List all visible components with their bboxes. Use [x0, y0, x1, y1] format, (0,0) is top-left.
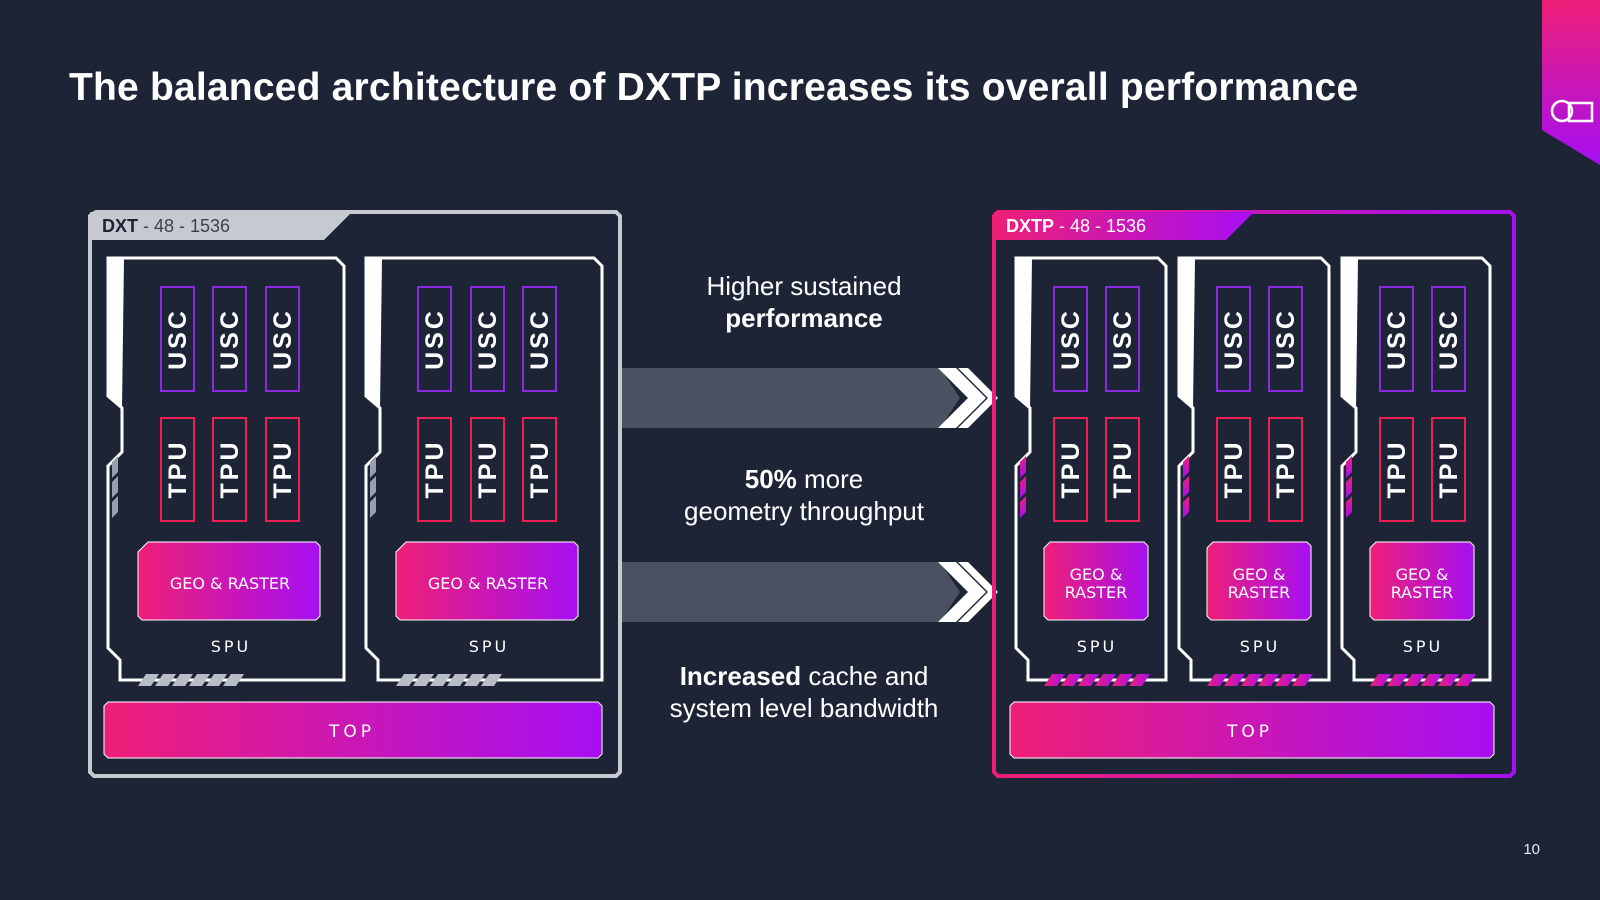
dxt-cluster-2: USC USC USC TPU TPU TPU GEO & RASTER SPU	[364, 256, 604, 686]
tpu-label: TPU	[526, 440, 554, 499]
dxtp-panel: DXTP - 48 - 1536 USC USC TPU TPU GEO & R…	[992, 210, 1516, 778]
tpu-label: TPU	[1220, 440, 1248, 499]
dxt-cluster-1-tpu-row: TPU TPU TPU	[160, 417, 300, 522]
tpu-label: TPU	[1109, 440, 1137, 499]
usc-label: USC	[421, 308, 449, 370]
usc-label: USC	[1435, 308, 1463, 370]
usc-label: USC	[526, 308, 554, 370]
top-label: TOP	[1226, 722, 1273, 742]
usc-label: USC	[269, 308, 297, 370]
dxt-cluster-2-hatch	[396, 674, 502, 686]
usc-label: USC	[1109, 308, 1137, 370]
arrow-upper	[622, 368, 998, 428]
dxtp-cluster-3: USC USC TPU TPU GEO & RASTER SPU	[1340, 256, 1492, 686]
usc-label: USC	[1057, 308, 1085, 370]
tpu-label: TPU	[1383, 440, 1411, 499]
dxt-cluster-2-usc-row: USC USC USC	[417, 286, 557, 392]
tpu-label: TPU	[216, 440, 244, 499]
usc-label: USC	[1383, 308, 1411, 370]
dxt-tab-label: DXT - 48 - 1536	[102, 216, 230, 236]
page-number: 10	[1523, 841, 1540, 858]
tpu-label: TPU	[1057, 440, 1085, 499]
spu-label: SPU	[1077, 637, 1118, 656]
tpu-label: TPU	[1435, 440, 1463, 499]
usc-label: USC	[216, 308, 244, 370]
brand-logo	[1542, 0, 1600, 165]
benefit-geometry: 50% more geometry throughput	[684, 464, 924, 526]
geo-raster-label: GEO &	[1396, 565, 1449, 584]
geo-raster-label: GEO & RASTER	[170, 574, 290, 593]
dxtp-tab-label: DXTP - 48 - 1536	[1006, 216, 1146, 236]
benefit-performance: Higher sustained performance	[706, 271, 902, 333]
usc-label: USC	[1272, 308, 1300, 370]
geo-raster-label: RASTER	[1065, 583, 1128, 602]
tpu-label: TPU	[269, 440, 297, 499]
dxt-cluster-2-tpu-row: TPU TPU TPU	[417, 417, 557, 522]
dxtp-cluster-2-hatch	[1207, 674, 1313, 686]
top-label: TOP	[328, 722, 375, 742]
geo-raster-label: GEO & RASTER	[428, 574, 548, 593]
dxtp-cluster-2: USC USC TPU TPU GEO & RASTER SPU	[1177, 256, 1331, 686]
spu-label: SPU	[211, 637, 252, 656]
usc-label: USC	[474, 308, 502, 370]
dxt-cluster-1: USC USC USC TPU TPU TPU GEO & RASTER SPU	[106, 256, 346, 686]
tpu-label: TPU	[421, 440, 449, 499]
slide-title: The balanced architecture of DXTP increa…	[69, 66, 1359, 109]
dxtp-cluster-3-hatch	[1370, 674, 1476, 686]
geo-raster-label: RASTER	[1228, 583, 1291, 602]
dxtp-cluster-1: USC USC TPU TPU GEO & RASTER SPU	[1014, 256, 1168, 686]
usc-label: USC	[1220, 308, 1248, 370]
tpu-label: TPU	[1272, 440, 1300, 499]
usc-label: USC	[164, 308, 192, 370]
spu-label: SPU	[1240, 637, 1281, 656]
tpu-label: TPU	[164, 440, 192, 499]
geo-raster-label: GEO &	[1233, 565, 1286, 584]
geo-raster-label: RASTER	[1391, 583, 1454, 602]
geo-raster-label: GEO &	[1070, 565, 1123, 584]
dxt-cluster-1-usc-row: USC USC USC	[160, 286, 300, 392]
tpu-label: TPU	[474, 440, 502, 499]
spu-label: SPU	[1403, 637, 1444, 656]
arrow-lower	[622, 562, 998, 622]
dxt-panel: DXT - 48 - 1536 USC USC USC TPU TPU	[88, 210, 622, 778]
spu-label: SPU	[469, 637, 510, 656]
dxtp-cluster-1-hatch	[1044, 674, 1150, 686]
dxt-cluster-1-hatch	[138, 674, 244, 686]
benefit-bandwidth: Increased cache and system level bandwid…	[669, 661, 939, 723]
